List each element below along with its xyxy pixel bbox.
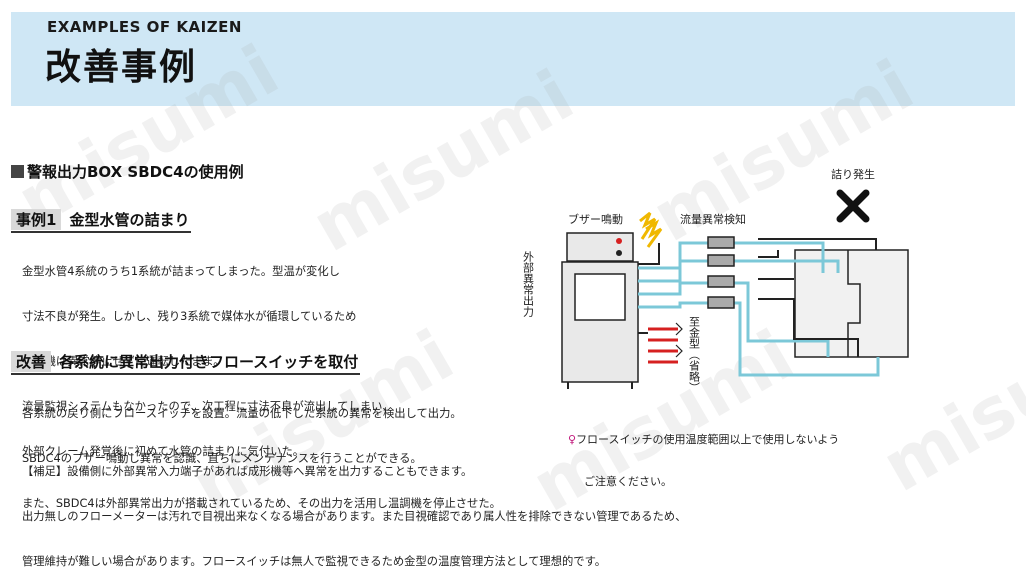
- case1-line: 外部クレーム発覚後に初めて水管の詰まりに気付いた。: [22, 445, 305, 458]
- kaizen-line: 各系統の戻り側にフロースイッチを設置。流量の低下した系統の異常を検出して出力。: [22, 407, 462, 420]
- flow-switch: [707, 236, 735, 249]
- case1-line: 流量監視システムもなかったので、次工程に寸法不良が流出してしまい、: [22, 400, 394, 413]
- controller-panel: [574, 273, 626, 321]
- note-line: 出力無しのフローメーターは汚れで目視出来なくなる場合があります。また目視確認であ…: [22, 510, 687, 523]
- flow-switch: [707, 275, 735, 288]
- case1-line: 寸法不良が発生。しかし、残り3系統で媒体水が循環しているため: [22, 310, 357, 323]
- case1-line: 温調機は異常停止せずに運転したまま。: [22, 355, 225, 368]
- caution-note: ♀フロースイッチの使用温度範囲以上で使用しないよう ご注意ください。: [568, 405, 839, 503]
- banner-eyebrow: EXAMPLES OF KAIZEN: [47, 18, 242, 36]
- mold-direction-label: 至金型（省略）: [688, 316, 701, 393]
- case1-line: 金型水管4系統のうち1系統が詰まってしまった。型温が変化し: [22, 265, 340, 278]
- note-line: 【補足】設備側に外部異常入力端子があれば成形機等へ異常を出力することもできます。: [22, 465, 473, 478]
- flow-switch: [707, 296, 735, 309]
- signal-wires: [638, 238, 877, 357]
- kaizen-heading: 改善各系統に異常出力付きフロースイッチを取付: [11, 351, 361, 375]
- kaizen-title: 各系統に異常出力付きフロースイッチを取付: [59, 353, 359, 371]
- caution-line: フロースイッチの使用温度範囲以上で使用しないよう: [576, 433, 840, 446]
- system-diagram: ブザー鳴動 流量異常検知 詰り発生 外部異常出力 至金型（省略）: [522, 167, 909, 393]
- external-output-label: 外部異常出力: [522, 251, 535, 317]
- clog-x-icon: [836, 189, 870, 223]
- case1-body: 金型水管4系統のうち1系統が詰まってしまった。型温が変化し 寸法不良が発生。しか…: [22, 234, 394, 474]
- indicator-light-icon: [616, 250, 622, 256]
- section-heading: 警報出力BOX SBDC4の使用例: [11, 161, 244, 182]
- case1-tag: 事例1: [11, 209, 62, 230]
- case1-title: 金型水管の詰まり: [69, 211, 190, 229]
- section-heading-text: 警報出力BOX SBDC4の使用例: [27, 163, 244, 181]
- lightning-icon: [645, 219, 663, 248]
- mold-supply-lines: [648, 327, 678, 364]
- banner-title: 改善事例: [45, 47, 198, 88]
- buzzer-box: [566, 232, 634, 262]
- note-line: 管理維持が難しい場合があります。フロースイッチは無人で監視できるため金型の温度管…: [22, 555, 607, 568]
- kaizen-tag: 改善: [11, 351, 52, 372]
- header-banner: EXAMPLES OF KAIZEN 改善事例: [11, 12, 1015, 106]
- kaizen-line: SBDC4のブザー鳴動し異常を認識、直ちにメンテナンスを行うことができる。: [22, 452, 422, 465]
- buzzer-label: ブザー鳴動: [568, 212, 623, 226]
- flow-detect-label: 流量異常検知: [680, 212, 746, 226]
- flow-switch: [707, 254, 735, 267]
- case1-heading: 事例1 金型水管の詰まり: [11, 209, 192, 233]
- clog-label: 詰り発生: [831, 167, 875, 181]
- mold-parting-line: [847, 250, 861, 357]
- water-lines: [638, 241, 880, 377]
- caution-line: ご注意ください。: [584, 475, 672, 488]
- indicator-light-icon: [616, 238, 622, 244]
- caution-icon: ♀: [568, 433, 577, 446]
- square-bullet-icon: [11, 165, 24, 178]
